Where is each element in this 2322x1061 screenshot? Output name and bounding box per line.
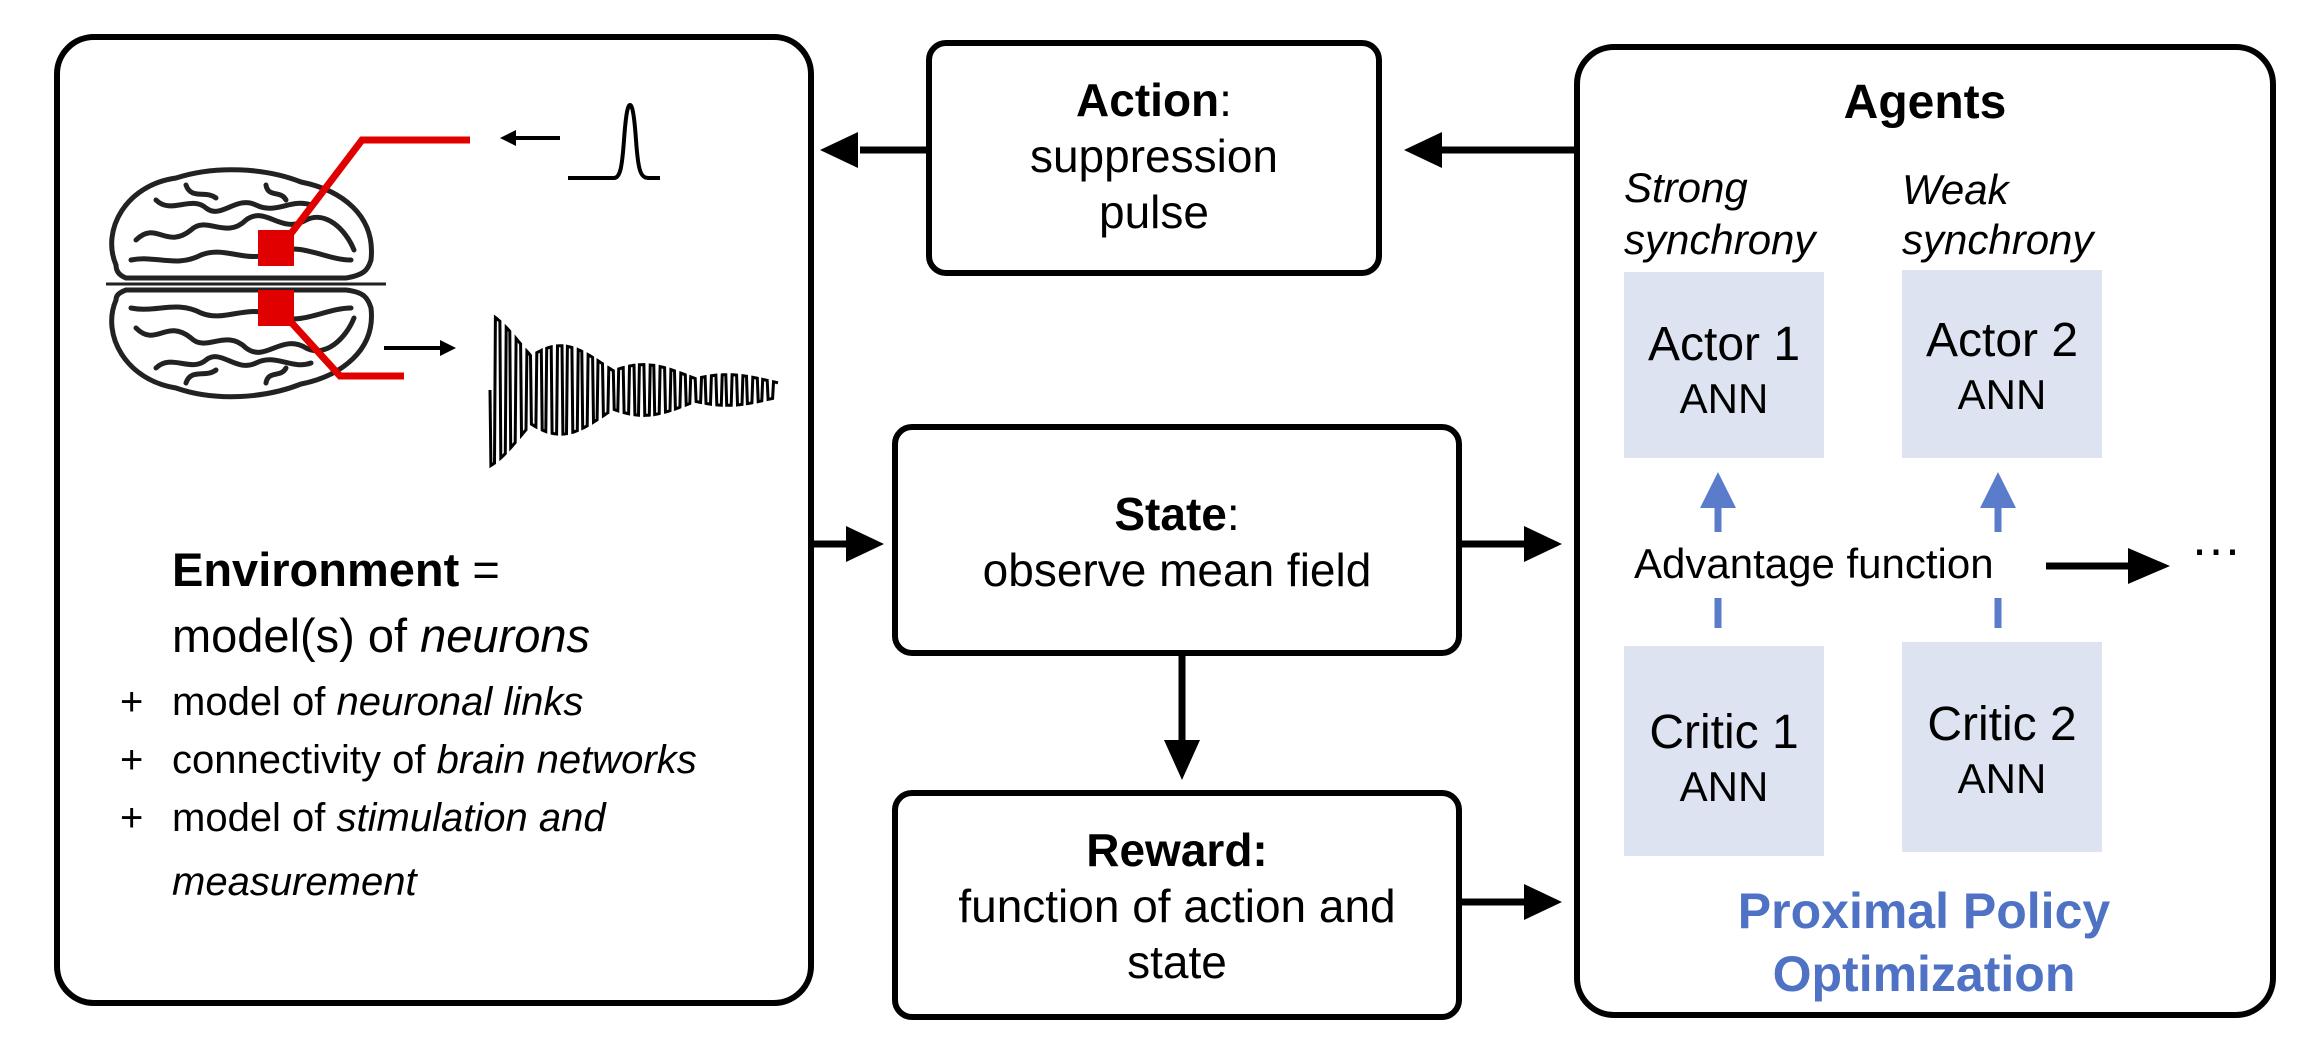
environment-item-3-continued: measurement [172,860,417,904]
reward-box [892,790,1462,1020]
bullet: + [120,680,144,724]
action-text: Action: suppression pulse [926,72,1382,240]
environment-title-line: Environment = [172,542,500,597]
action-title: Action [1076,74,1220,126]
weak-synchrony-label-1: Weak [1902,166,2009,213]
item-prefix: model of [172,680,337,724]
environment-title: Environment [172,543,460,596]
critic-2-box: Critic 2 ANN [1902,642,2102,852]
brain-icon [106,167,386,400]
critic-1-sub: ANN [1679,762,1769,810]
environment-neurons-italic: neurons [420,609,590,662]
state-title: State [1114,488,1227,540]
strong-synchrony-label-1: Strong [1624,164,1748,211]
state-line1: observe mean field [982,544,1372,597]
actor-2-box: Actor 2 ANN [1902,270,2102,458]
item-prefix: model of [172,796,337,840]
oscillation-signal-icon [488,314,779,469]
environment-neurons-prefix: model(s) of [172,609,421,662]
advantage-function-label: Advantage function [1634,540,1994,587]
environment-item-3: + model of stimulation and [120,796,606,841]
environment-item-1: + model of neuronal links [120,680,583,725]
actor-1-box: Actor 1 ANN [1624,272,1824,458]
actor-1-name: Actor 1 [1647,318,1801,371]
action-line1: suppression [1029,130,1279,183]
actor-1-sub: ANN [1679,374,1769,422]
action-line2: pulse [1099,186,1209,239]
action-colon: : [1219,74,1232,126]
ppo-line2: Optimization [1772,945,2076,1002]
critic-1-name: Critic 1 [1649,706,1799,759]
item-prefix: connectivity of [172,738,437,782]
item-italic: neuronal links [336,680,584,724]
critic-1-box: Critic 1 ANN [1624,646,1824,856]
actor-2-name: Actor 2 [1925,314,2079,367]
actor-2-sub: ANN [1957,370,2047,418]
ppo-line1: Proximal Policy [1737,883,2111,939]
item-italic: brain networks [436,738,697,782]
action-box [926,40,1382,276]
reward-line2: state [1127,936,1227,989]
ppo-label: Proximal Policy Optimization [1574,880,2274,1005]
bullet: + [120,796,144,840]
environment-item-2: + connectivity of brain networks [120,738,697,783]
pulse-icon [568,102,660,180]
strong-synchrony-label-2: synchrony [1624,216,1816,263]
state-box [892,424,1462,656]
bullet: + [120,738,144,782]
environment-equals: = [459,543,500,596]
agents-title: Agents [1843,76,2007,129]
state-text: State: observe mean field [892,486,1462,598]
state-colon: : [1226,488,1240,540]
item-italic: stimulation and [336,796,606,840]
ellipsis-label: … [2190,509,2242,567]
critic-2-name: Critic 2 [1927,698,2077,751]
reward-text: Reward: function of action and state [892,822,1462,990]
environment-neurons-line: model(s) of neurons [172,608,590,663]
critic-2-sub: ANN [1957,754,2047,802]
weak-synchrony-label-2: synchrony [1902,216,2094,263]
reward-line1: function of action and [958,880,1396,933]
reward-title: Reward: [1086,824,1268,876]
